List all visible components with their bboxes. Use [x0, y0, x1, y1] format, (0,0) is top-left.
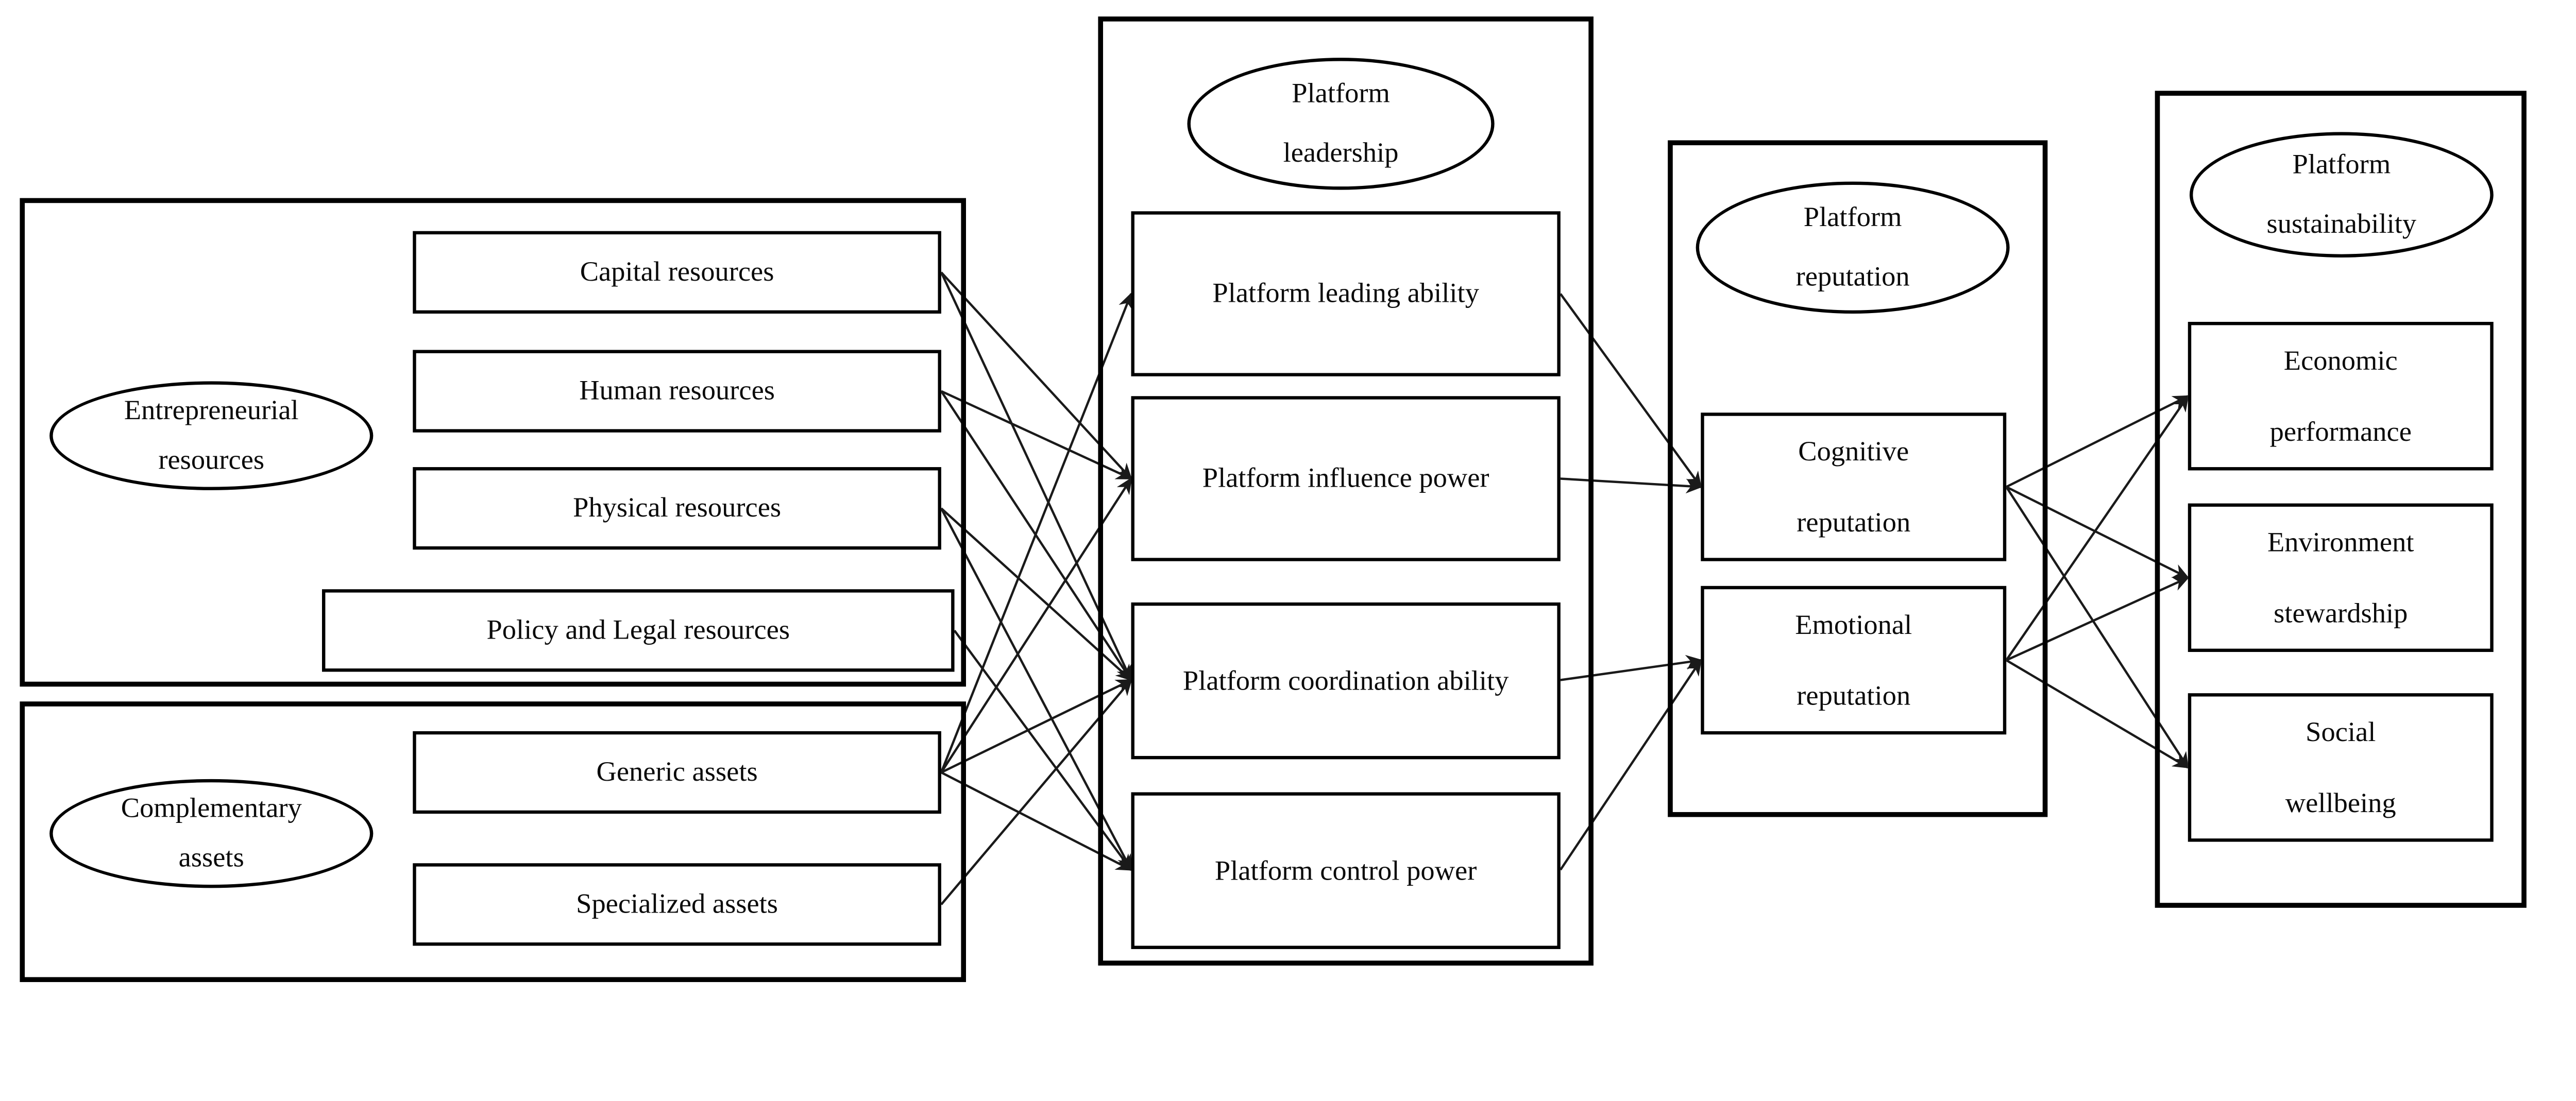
- box-generic-assets: Generic assets: [413, 731, 941, 814]
- box-capital-resources: Capital resources: [413, 231, 941, 314]
- box-label: Platform influence power: [1202, 462, 1489, 494]
- ellipse-complementary-assets: Complementary assets: [49, 779, 374, 888]
- ellipse-platform-reputation: Platform reputation: [1696, 181, 2010, 314]
- box-label: Platform leading ability: [1212, 278, 1479, 309]
- group-entrepreneurial-resources: [20, 198, 966, 687]
- group-platform-sustainability: [2155, 91, 2527, 908]
- box-cognitive-reputation: Cognitive reputation: [1701, 412, 2007, 561]
- box-environment-stewardship: Environment stewardship: [2188, 503, 2494, 652]
- box-label: Policy and Legal resources: [486, 613, 790, 645]
- box-label: Social wellbeing: [2285, 715, 2396, 819]
- box-label: Physical resources: [573, 491, 782, 523]
- group-platform-leadership: [1098, 16, 1594, 966]
- ellipse-platform-sustainability: Platform sustainability: [2190, 132, 2494, 257]
- box-social-wellbeing: Social wellbeing: [2188, 693, 2494, 842]
- box-label: Generic assets: [596, 755, 758, 787]
- ellipse-label: Platform leadership: [1283, 78, 1399, 168]
- box-emotional-reputation: Emotional reputation: [1701, 586, 2007, 735]
- ellipse-label: Entrepreneurial resources: [124, 394, 299, 476]
- box-specialized-assets: Specialized assets: [413, 863, 941, 946]
- diagram-canvas: Entrepreneurial resources Complementary …: [20, 16, 2527, 983]
- box-label: Capital resources: [580, 255, 774, 287]
- box-policy-legal-resources: Policy and Legal resources: [322, 589, 955, 672]
- group-platform-reputation: [1668, 140, 2048, 817]
- box-label: Environment stewardship: [2267, 526, 2414, 629]
- box-physical-resources: Physical resources: [413, 467, 941, 550]
- box-platform-influence-power: Platform influence power: [1131, 396, 1561, 561]
- box-label: Platform control power: [1214, 854, 1477, 886]
- box-platform-coordination-ability: Platform coordination ability: [1131, 602, 1561, 760]
- box-platform-control-power: Platform control power: [1131, 792, 1561, 949]
- ellipse-platform-leadership: Platform leadership: [1187, 58, 1495, 190]
- ellipse-label: Platform reputation: [1795, 202, 1910, 293]
- box-label: Cognitive reputation: [1797, 435, 1911, 538]
- box-label: Economic performance: [2269, 344, 2412, 448]
- box-label: Platform coordination ability: [1182, 665, 1509, 697]
- group-complementary-assets: [20, 701, 966, 983]
- ellipse-entrepreneurial-resources: Entrepreneurial resources: [49, 381, 374, 490]
- box-label: Human resources: [579, 374, 775, 405]
- box-label: Emotional reputation: [1795, 608, 1912, 712]
- box-platform-leading-ability: Platform leading ability: [1131, 211, 1561, 376]
- box-label: Specialized assets: [576, 887, 778, 919]
- box-human-resources: Human resources: [413, 350, 941, 433]
- ellipse-label: Platform sustainability: [2266, 149, 2417, 239]
- ellipse-label: Complementary assets: [121, 793, 302, 873]
- box-economic-performance: Economic performance: [2188, 322, 2494, 471]
